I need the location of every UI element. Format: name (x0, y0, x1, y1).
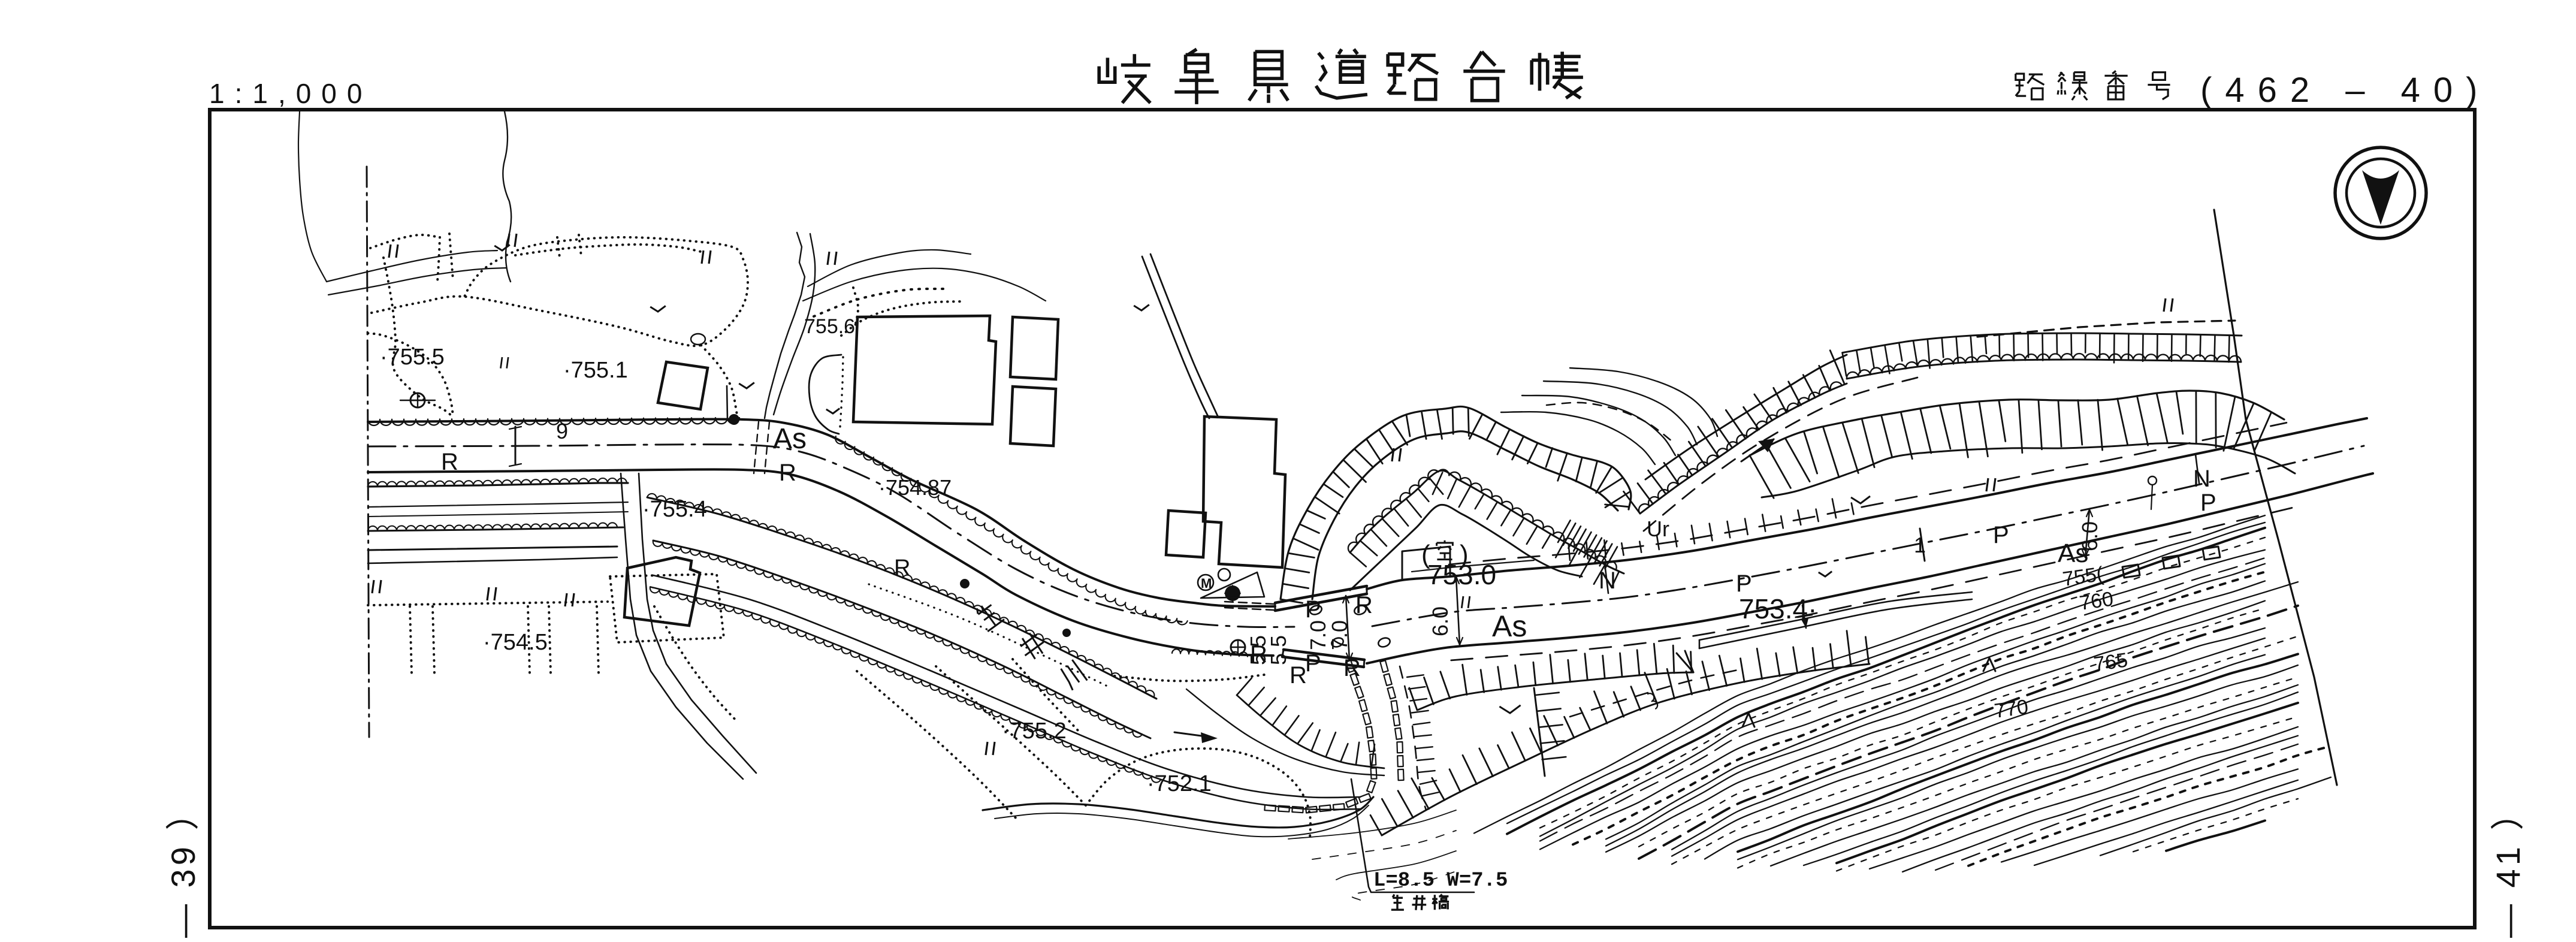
svg-text:7.0: 7.0 (1306, 620, 1330, 650)
svg-text:― 41 ）: ― 41 ） (2489, 793, 2527, 938)
svg-text:770: 770 (1993, 695, 2030, 723)
svg-text:― 39 ）: ― 39 ） (164, 793, 202, 938)
svg-text:P: P (1305, 650, 1321, 677)
svg-text:As: As (1492, 609, 1527, 643)
svg-text:755.6: 755.6 (804, 315, 855, 338)
svg-text:As: As (2058, 539, 2088, 568)
svg-text:9: 9 (556, 419, 568, 443)
svg-text:Ur: Ur (1647, 517, 1669, 541)
svg-text:1:1,000: 1:1,000 (209, 78, 372, 109)
svg-text:R: R (894, 555, 910, 581)
svg-text:L=8.5 W=7.5: L=8.5 W=7.5 (1373, 869, 1508, 892)
svg-text:·752.1: ·752.1 (1147, 771, 1212, 796)
svg-text:R: R (1250, 641, 1267, 668)
svg-text:6.0: 6.0 (1428, 606, 1452, 636)
svg-text:P: P (2200, 490, 2216, 516)
svg-text:·754.5: ·754.5 (483, 630, 548, 655)
svg-text:P: P (1736, 570, 1752, 597)
svg-text:1: 1 (1914, 533, 1926, 557)
svg-text:(462 – 40): (462 – 40) (2200, 71, 2490, 110)
svg-text:5.5: 5.5 (1246, 635, 1270, 665)
svg-text:P: P (1305, 596, 1321, 623)
svg-text:R: R (779, 460, 796, 486)
svg-text:5.5: 5.5 (1266, 635, 1291, 665)
svg-text:760: 760 (2078, 587, 2115, 615)
svg-text:P: P (1993, 522, 2009, 548)
svg-text:·754.87: ·754.87 (878, 475, 952, 500)
svg-text:·755.1: ·755.1 (563, 358, 628, 383)
svg-text:N: N (1599, 567, 1616, 594)
svg-text:): ) (1460, 540, 1469, 569)
svg-text:765: 765 (2092, 648, 2129, 676)
svg-text:M: M (1201, 576, 1212, 591)
svg-text:R: R (1289, 662, 1307, 689)
svg-text:As: As (773, 423, 807, 455)
svg-text:R: R (441, 449, 458, 475)
svg-text:753.0: 753.0 (1427, 559, 1496, 590)
svg-text:(: ( (1421, 540, 1430, 569)
svg-text:·755.5: ·755.5 (380, 345, 445, 370)
svg-text:6.0: 6.0 (2077, 521, 2102, 551)
svg-text:755(: 755( (2061, 563, 2105, 591)
svg-text:N: N (2193, 466, 2210, 492)
svg-text:·755.4: ·755.4 (642, 497, 707, 522)
svg-text:·755.2: ·755.2 (1002, 718, 1067, 744)
svg-text:R: R (1343, 655, 1361, 681)
svg-text:753.4·: 753.4· (1739, 593, 1817, 624)
